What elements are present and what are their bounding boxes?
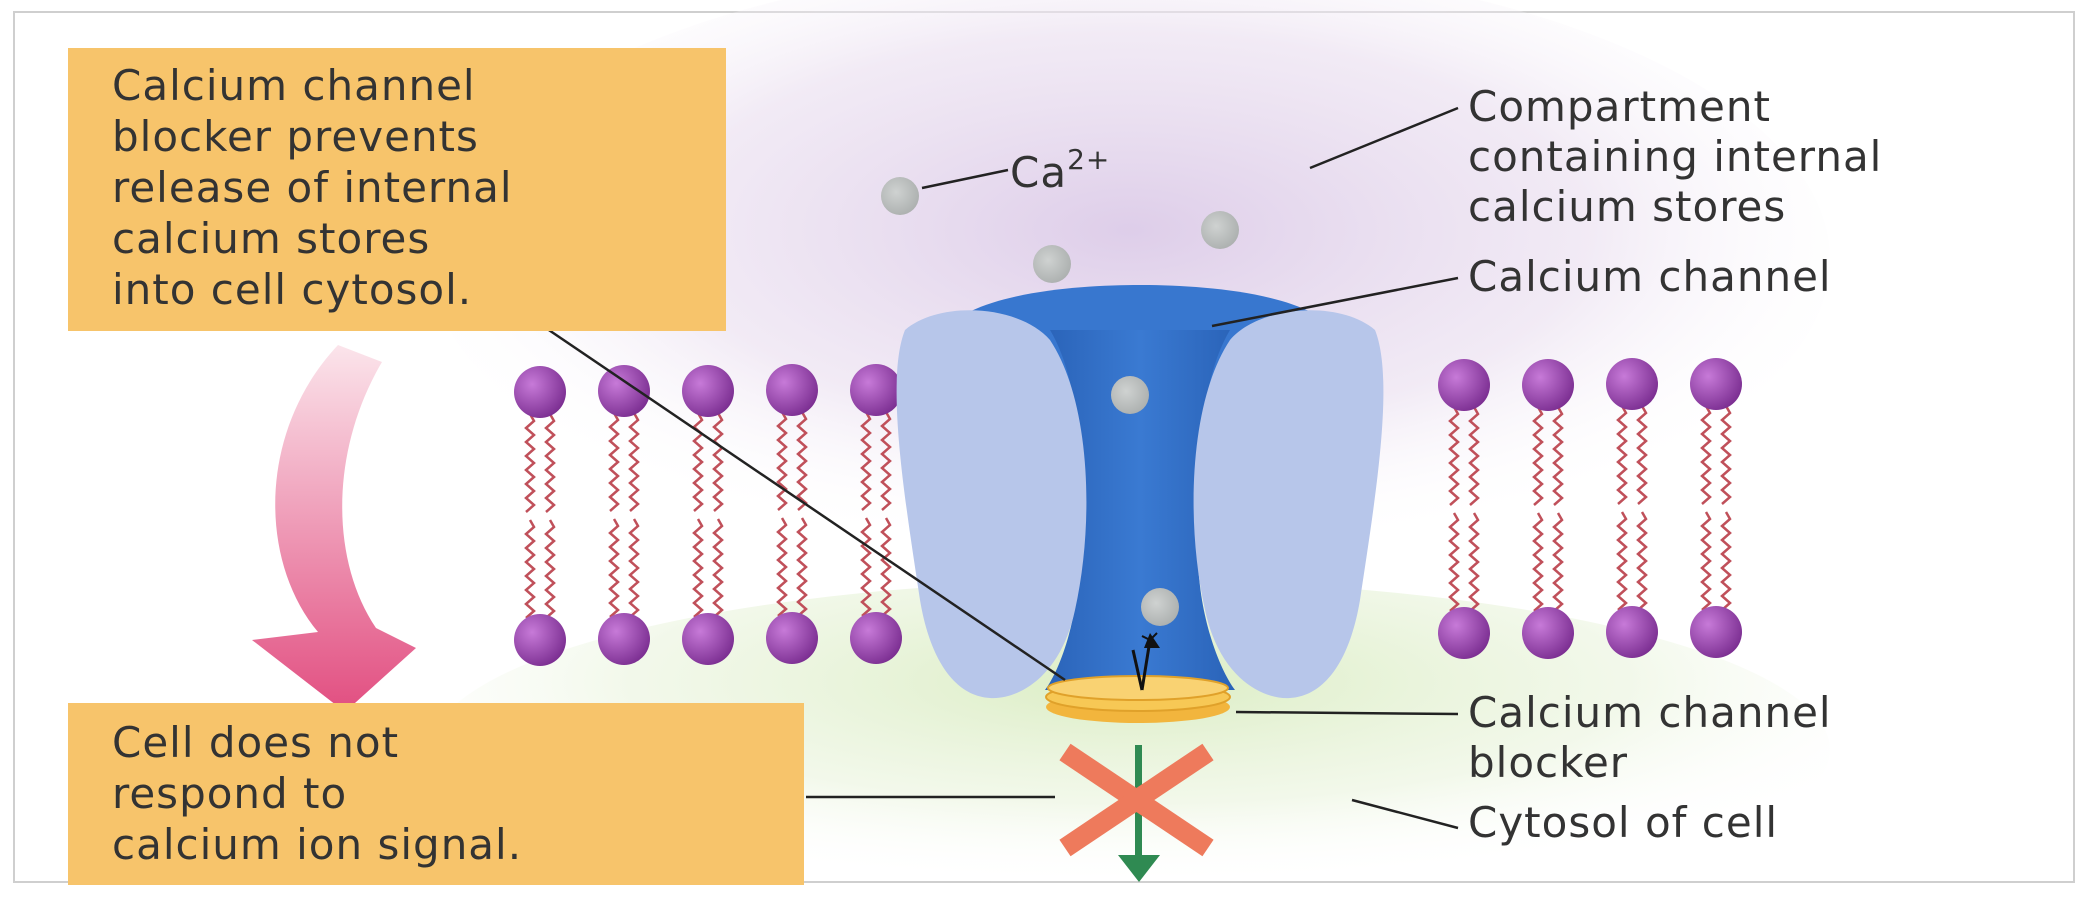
lipid-tail <box>1470 513 1478 611</box>
lipid-tail <box>630 519 638 617</box>
label-line: Compartment <box>1468 82 1882 132</box>
lipid-tail <box>1722 512 1730 610</box>
lipid-tail <box>694 519 702 617</box>
calcium-ion <box>1201 211 1239 249</box>
calcium-channel <box>897 285 1384 698</box>
lipid-tail <box>778 518 786 616</box>
note-line: calcium ion signal. <box>112 819 804 870</box>
blocker-label: Calcium channel blocker <box>1468 688 1832 788</box>
lipid-head <box>1690 358 1742 410</box>
lipid-tail <box>546 520 554 618</box>
lipid-tail <box>1554 513 1562 611</box>
calcium-ion <box>881 177 919 215</box>
note-line: respond to <box>112 768 804 819</box>
note-line: Calcium channel <box>112 60 726 111</box>
lipid-head <box>1690 606 1742 658</box>
lipid-tail <box>1534 513 1542 611</box>
lipid-head <box>598 365 650 417</box>
label-line: blocker <box>1468 738 1832 788</box>
lipid-tail <box>1722 406 1730 504</box>
lipid-tail <box>1638 512 1646 610</box>
note-line: into cell cytosol. <box>112 264 726 315</box>
lipid-tail <box>714 519 722 617</box>
lipid-head <box>598 613 650 665</box>
lipid-head <box>1606 358 1658 410</box>
lipid-head <box>1606 606 1658 658</box>
note-line: release of internal <box>112 162 726 213</box>
lipid-head <box>1438 607 1490 659</box>
label-line: calcium stores <box>1468 182 1882 232</box>
lipid-head <box>766 364 818 416</box>
lipid-head <box>850 612 902 664</box>
channel-label: Calcium channel <box>1468 252 1832 302</box>
calcium-ion <box>1111 376 1149 414</box>
label-line: containing internal <box>1468 132 1882 182</box>
note-line: blocker prevents <box>112 111 726 162</box>
lipid-tail <box>1618 512 1626 610</box>
lipid-head <box>682 365 734 417</box>
lipid-head <box>682 613 734 665</box>
cell-response-note: Cell does not respond to calcium ion sig… <box>68 703 804 885</box>
ion-charge: 2+ <box>1067 143 1110 176</box>
blocker-effect-note: Calcium channel blocker prevents release… <box>68 48 726 331</box>
lipid-tail <box>1450 513 1458 611</box>
calcium-ion-label: Ca2+ <box>1010 148 1110 198</box>
lipid-tail <box>526 520 534 618</box>
label-line: Calcium channel <box>1468 688 1832 738</box>
lipid-head <box>1522 359 1574 411</box>
lipid-head <box>1438 359 1490 411</box>
lipid-tail <box>610 519 618 617</box>
lipid-head <box>514 614 566 666</box>
ion-symbol: Ca <box>1010 148 1067 197</box>
calcium-ion <box>1141 588 1179 626</box>
note-line: calcium stores <box>112 213 726 264</box>
channel-blocker-disc <box>1046 676 1230 723</box>
compartment-label: Compartment containing internal calcium … <box>1468 82 1882 232</box>
cytosol-label: Cytosol of cell <box>1468 798 1778 848</box>
lipid-head <box>850 364 902 416</box>
lipid-tail <box>1702 512 1710 610</box>
curved-down-arrow-icon <box>252 345 416 712</box>
lipid-head <box>1522 607 1574 659</box>
lipid-tail <box>526 414 534 512</box>
calcium-ion <box>1033 245 1071 283</box>
lipid-head <box>514 366 566 418</box>
lipid-head <box>766 612 818 664</box>
note-line: Cell does not <box>112 717 804 768</box>
